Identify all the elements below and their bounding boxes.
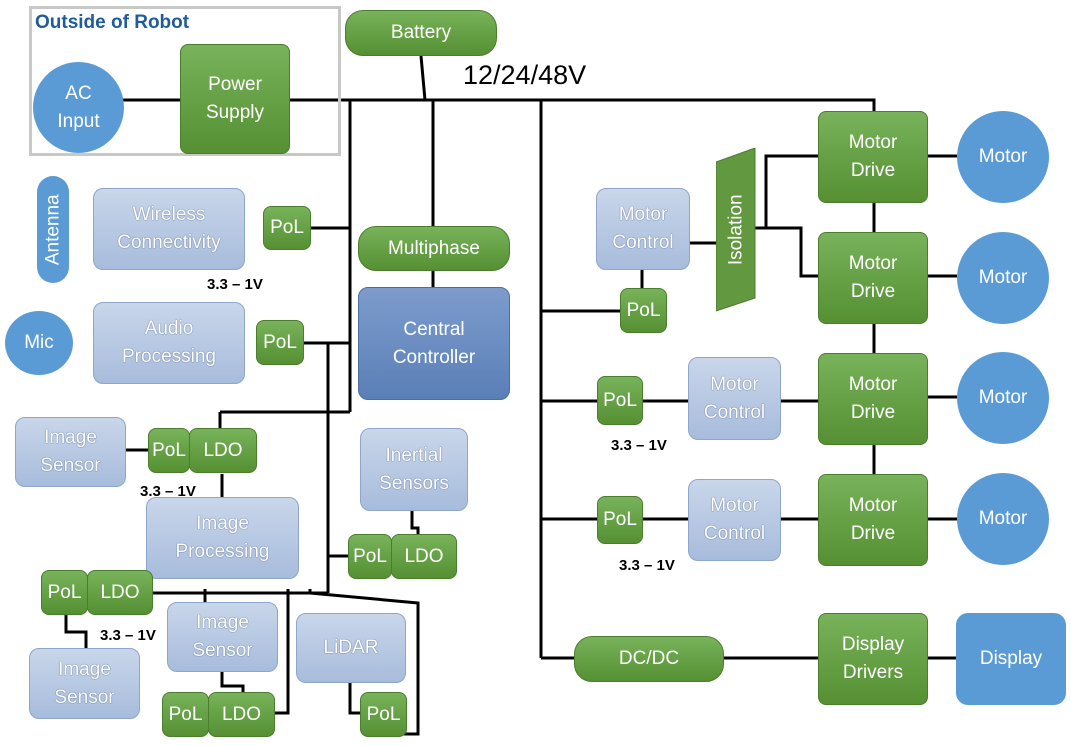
pol-wireless-block: PoL — [263, 206, 311, 250]
pol-image-3-block: PoL — [162, 692, 209, 737]
motor-3-node: Motor — [957, 352, 1049, 444]
voltage-label-image: 3.3 – 1V — [140, 483, 196, 500]
voltage-label-motor-3: 3.3 – 1V — [619, 557, 675, 574]
audio-processing-block: Audio Processing — [93, 302, 245, 384]
bus-voltage-label: 12/24/48V — [463, 60, 587, 90]
motor-drive-1-block: Motor Drive — [818, 111, 928, 203]
motor-2-node: Motor — [957, 232, 1049, 324]
pol-inertial-block: PoL — [348, 534, 392, 579]
image-sensor-2-block: Image Sensor — [29, 648, 140, 719]
ldo-bottom-left-block: LDO — [87, 570, 153, 615]
wireless-connectivity-block: Wireless Connectivity — [93, 188, 245, 270]
motor-4-node: Motor — [957, 473, 1049, 565]
motor-control-2-block: Motor Control — [688, 357, 781, 440]
voltage-label-motor-2: 3.3 – 1V — [611, 437, 667, 454]
motor-control-1-block: Motor Control — [596, 188, 690, 270]
antenna-label: Antenna — [42, 194, 64, 265]
ldo-inertial-block: LDO — [391, 534, 457, 579]
pol-motor-2-block: PoL — [597, 376, 643, 425]
image-sensor-1-block: Image Sensor — [15, 417, 126, 487]
isolation-label: Isolation — [725, 194, 747, 266]
isolation-block: Isolation — [716, 148, 756, 312]
motor-control-3-block: Motor Control — [688, 479, 781, 561]
display-drivers-block: Display Drivers — [818, 613, 928, 705]
antenna-node: Antenna — [37, 176, 69, 283]
image-processing-block: Image Processing — [146, 497, 299, 579]
motor-drive-3-block: Motor Drive — [818, 353, 928, 445]
outside-robot-frame — [29, 6, 341, 156]
voltage-label-wireless: 3.3 – 1V — [207, 276, 263, 293]
multiphase-block: Multiphase — [358, 226, 510, 271]
pol-bottom-left-block: PoL — [41, 570, 88, 615]
isolation-shape — [716, 148, 756, 312]
pol-motor-1-block: PoL — [620, 288, 667, 333]
motor-1-node: Motor — [957, 111, 1049, 203]
ldo-image-1-block: LDO — [189, 428, 257, 473]
pol-image-1-block: PoL — [148, 428, 190, 473]
motor-drive-2-block: Motor Drive — [818, 232, 928, 324]
ldo-image-3-block: LDO — [208, 692, 275, 737]
voltage-label-bottom-left: 3.3 – 1V — [100, 627, 156, 644]
dcdc-block: DC/DC — [574, 636, 724, 682]
lidar-block: LiDAR — [296, 613, 406, 683]
display-block: Display — [956, 613, 1066, 705]
pol-lidar-block: PoL — [360, 692, 407, 737]
central-controller-block: Central Controller — [358, 287, 510, 400]
mic-node: Mic — [5, 311, 73, 375]
inertial-sensors-block: Inertial Sensors — [360, 428, 468, 511]
battery-block: Battery — [345, 10, 497, 56]
ac-input-node: AC Input — [33, 62, 124, 153]
pol-motor-3-block: PoL — [597, 496, 643, 544]
outside-robot-title: Outside of Robot — [35, 12, 190, 33]
power-supply-block: Power Supply — [180, 44, 290, 154]
image-sensor-3-block: Image Sensor — [167, 602, 278, 672]
pol-audio-block: PoL — [256, 320, 304, 365]
motor-drive-4-block: Motor Drive — [818, 474, 928, 566]
